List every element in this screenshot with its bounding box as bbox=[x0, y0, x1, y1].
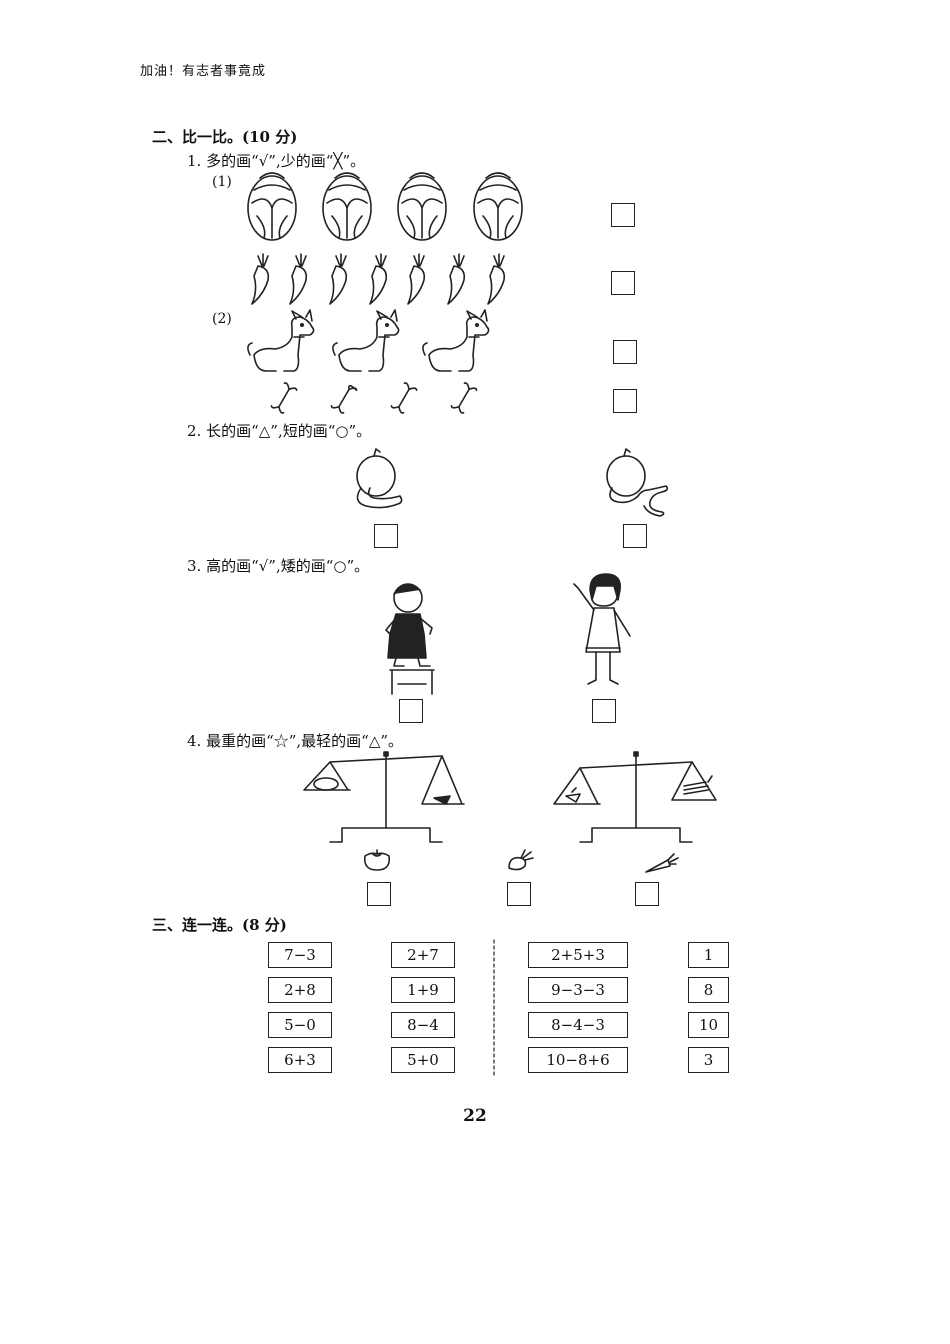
dog-icon bbox=[332, 309, 400, 372]
radish-icon bbox=[487, 253, 506, 305]
question-1-sub-1: (1) bbox=[212, 174, 232, 190]
dog-icon bbox=[422, 309, 490, 372]
match-expr-col3-3[interactable]: 8−4−3 bbox=[528, 1012, 628, 1038]
bone-icon bbox=[390, 382, 418, 414]
boy-on-stool-icon bbox=[385, 583, 435, 695]
radish-icon bbox=[369, 253, 388, 305]
match-expr-col1-1[interactable]: 7−3 bbox=[268, 942, 332, 968]
match-expr-col1-4[interactable]: 6+3 bbox=[268, 1047, 332, 1073]
answer-box-pepper[interactable] bbox=[367, 882, 391, 906]
bone-icon bbox=[450, 382, 478, 414]
question-1-label: 1. 多的画“√”,少的画“╳”。 bbox=[187, 152, 366, 170]
answer-box-peel-short[interactable] bbox=[374, 524, 398, 548]
peeled-fruit-long-icon bbox=[606, 448, 669, 517]
answer-box-cabbage[interactable] bbox=[611, 203, 635, 227]
question-2-label: 2. 长的画“△”,短的画“○”。 bbox=[187, 422, 372, 440]
cabbage-icon bbox=[247, 172, 297, 241]
question-4-label: 4. 最重的画“☆”,最轻的画“△”。 bbox=[187, 732, 404, 750]
girl-icon bbox=[573, 573, 631, 685]
match-expr-col3-2[interactable]: 9−3−3 bbox=[528, 977, 628, 1003]
radish-small-icon bbox=[508, 849, 534, 871]
answer-box-girl[interactable] bbox=[592, 699, 616, 723]
radish-icon bbox=[289, 253, 308, 305]
match-expr-col2-2[interactable]: 1+9 bbox=[391, 977, 455, 1003]
section-2-title: 二、比一比。(10 分) bbox=[152, 128, 298, 146]
answer-box-radish[interactable] bbox=[611, 271, 635, 295]
cabbage-icon bbox=[322, 172, 372, 241]
balance-scale-1-icon bbox=[303, 751, 465, 843]
page-number: 22 bbox=[463, 1106, 487, 1126]
question-1-sub-2: (2) bbox=[212, 311, 232, 327]
header-motto: 加油！有志者事竟成 bbox=[140, 64, 267, 79]
bone-icon bbox=[270, 382, 298, 414]
match-value-col4-4[interactable]: 3 bbox=[688, 1047, 729, 1073]
balance-scale-2-icon bbox=[553, 751, 717, 843]
cabbage-icon bbox=[397, 172, 447, 241]
bone-icon bbox=[330, 384, 358, 414]
radish-icon bbox=[407, 253, 426, 305]
answer-box-boy[interactable] bbox=[399, 699, 423, 723]
match-expr-col3-4[interactable]: 10−8+6 bbox=[528, 1047, 628, 1073]
match-expr-col1-2[interactable]: 2+8 bbox=[268, 977, 332, 1003]
answer-box-bone[interactable] bbox=[613, 389, 637, 413]
match-expr-col2-3[interactable]: 8−4 bbox=[391, 1012, 455, 1038]
question-3-label: 3. 高的画“√”,矮的画“○”。 bbox=[187, 557, 370, 575]
pepper-icon bbox=[363, 849, 391, 871]
carrot-icon bbox=[645, 853, 679, 873]
radish-icon bbox=[447, 253, 466, 305]
cabbage-icon bbox=[473, 172, 523, 241]
match-value-col4-1[interactable]: 1 bbox=[688, 942, 729, 968]
match-expr-col1-3[interactable]: 5−0 bbox=[268, 1012, 332, 1038]
match-expr-col2-4[interactable]: 5+0 bbox=[391, 1047, 455, 1073]
answer-box-dog[interactable] bbox=[613, 340, 637, 364]
match-value-col4-2[interactable]: 8 bbox=[688, 977, 729, 1003]
answer-box-carrot[interactable] bbox=[635, 882, 659, 906]
answer-box-peel-long[interactable] bbox=[623, 524, 647, 548]
dog-icon bbox=[247, 309, 315, 372]
match-expr-col2-1[interactable]: 2+7 bbox=[391, 942, 455, 968]
answer-box-radish-small[interactable] bbox=[507, 882, 531, 906]
peeled-fruit-short-icon bbox=[356, 448, 403, 509]
match-expr-col3-1[interactable]: 2+5+3 bbox=[528, 942, 628, 968]
radish-icon bbox=[251, 253, 270, 305]
radish-icon bbox=[329, 253, 348, 305]
match-value-col4-3[interactable]: 10 bbox=[688, 1012, 729, 1038]
section-3-title: 三、连一连。(8 分) bbox=[152, 916, 287, 934]
